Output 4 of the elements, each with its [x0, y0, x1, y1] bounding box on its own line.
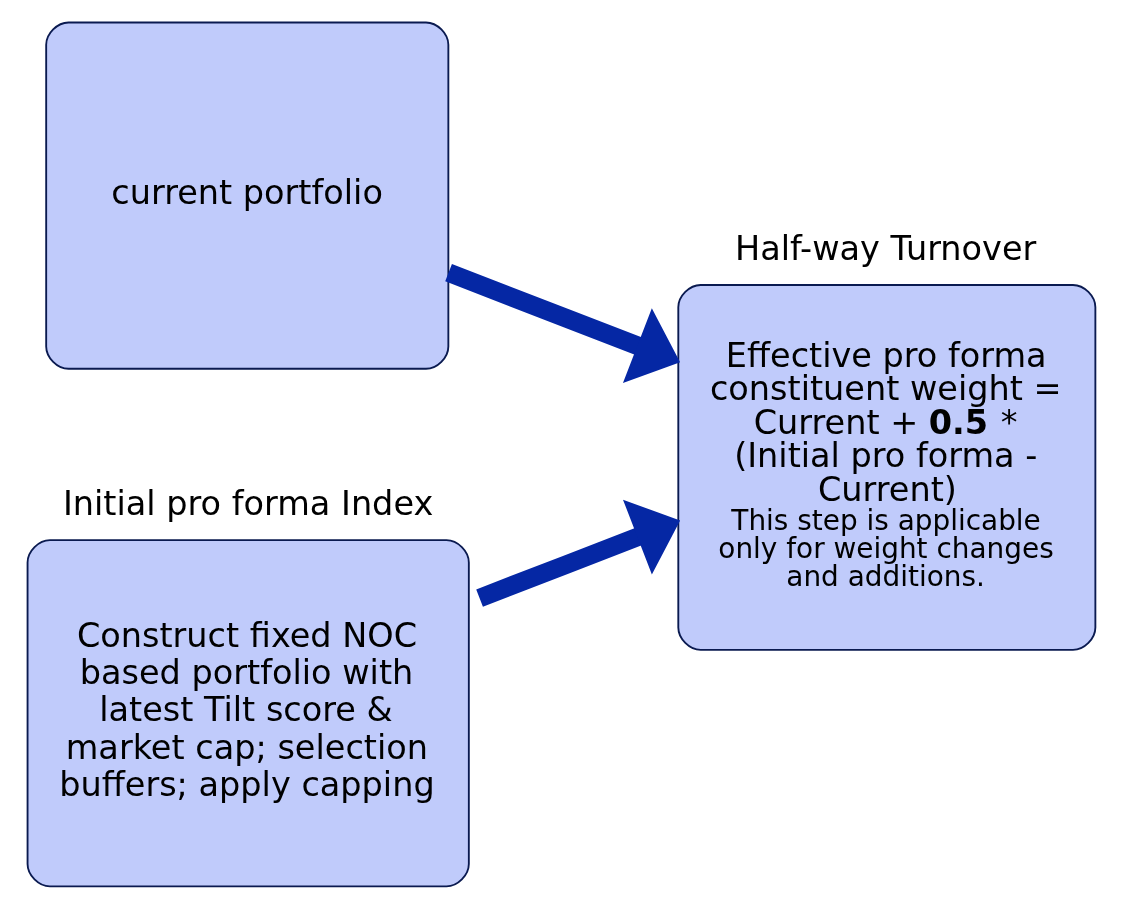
node-label: Initial pro forma Index [62, 483, 434, 523]
arrow [476, 499, 681, 607]
arrow [445, 264, 681, 384]
node-label: Half-way Turnover [735, 228, 1037, 268]
